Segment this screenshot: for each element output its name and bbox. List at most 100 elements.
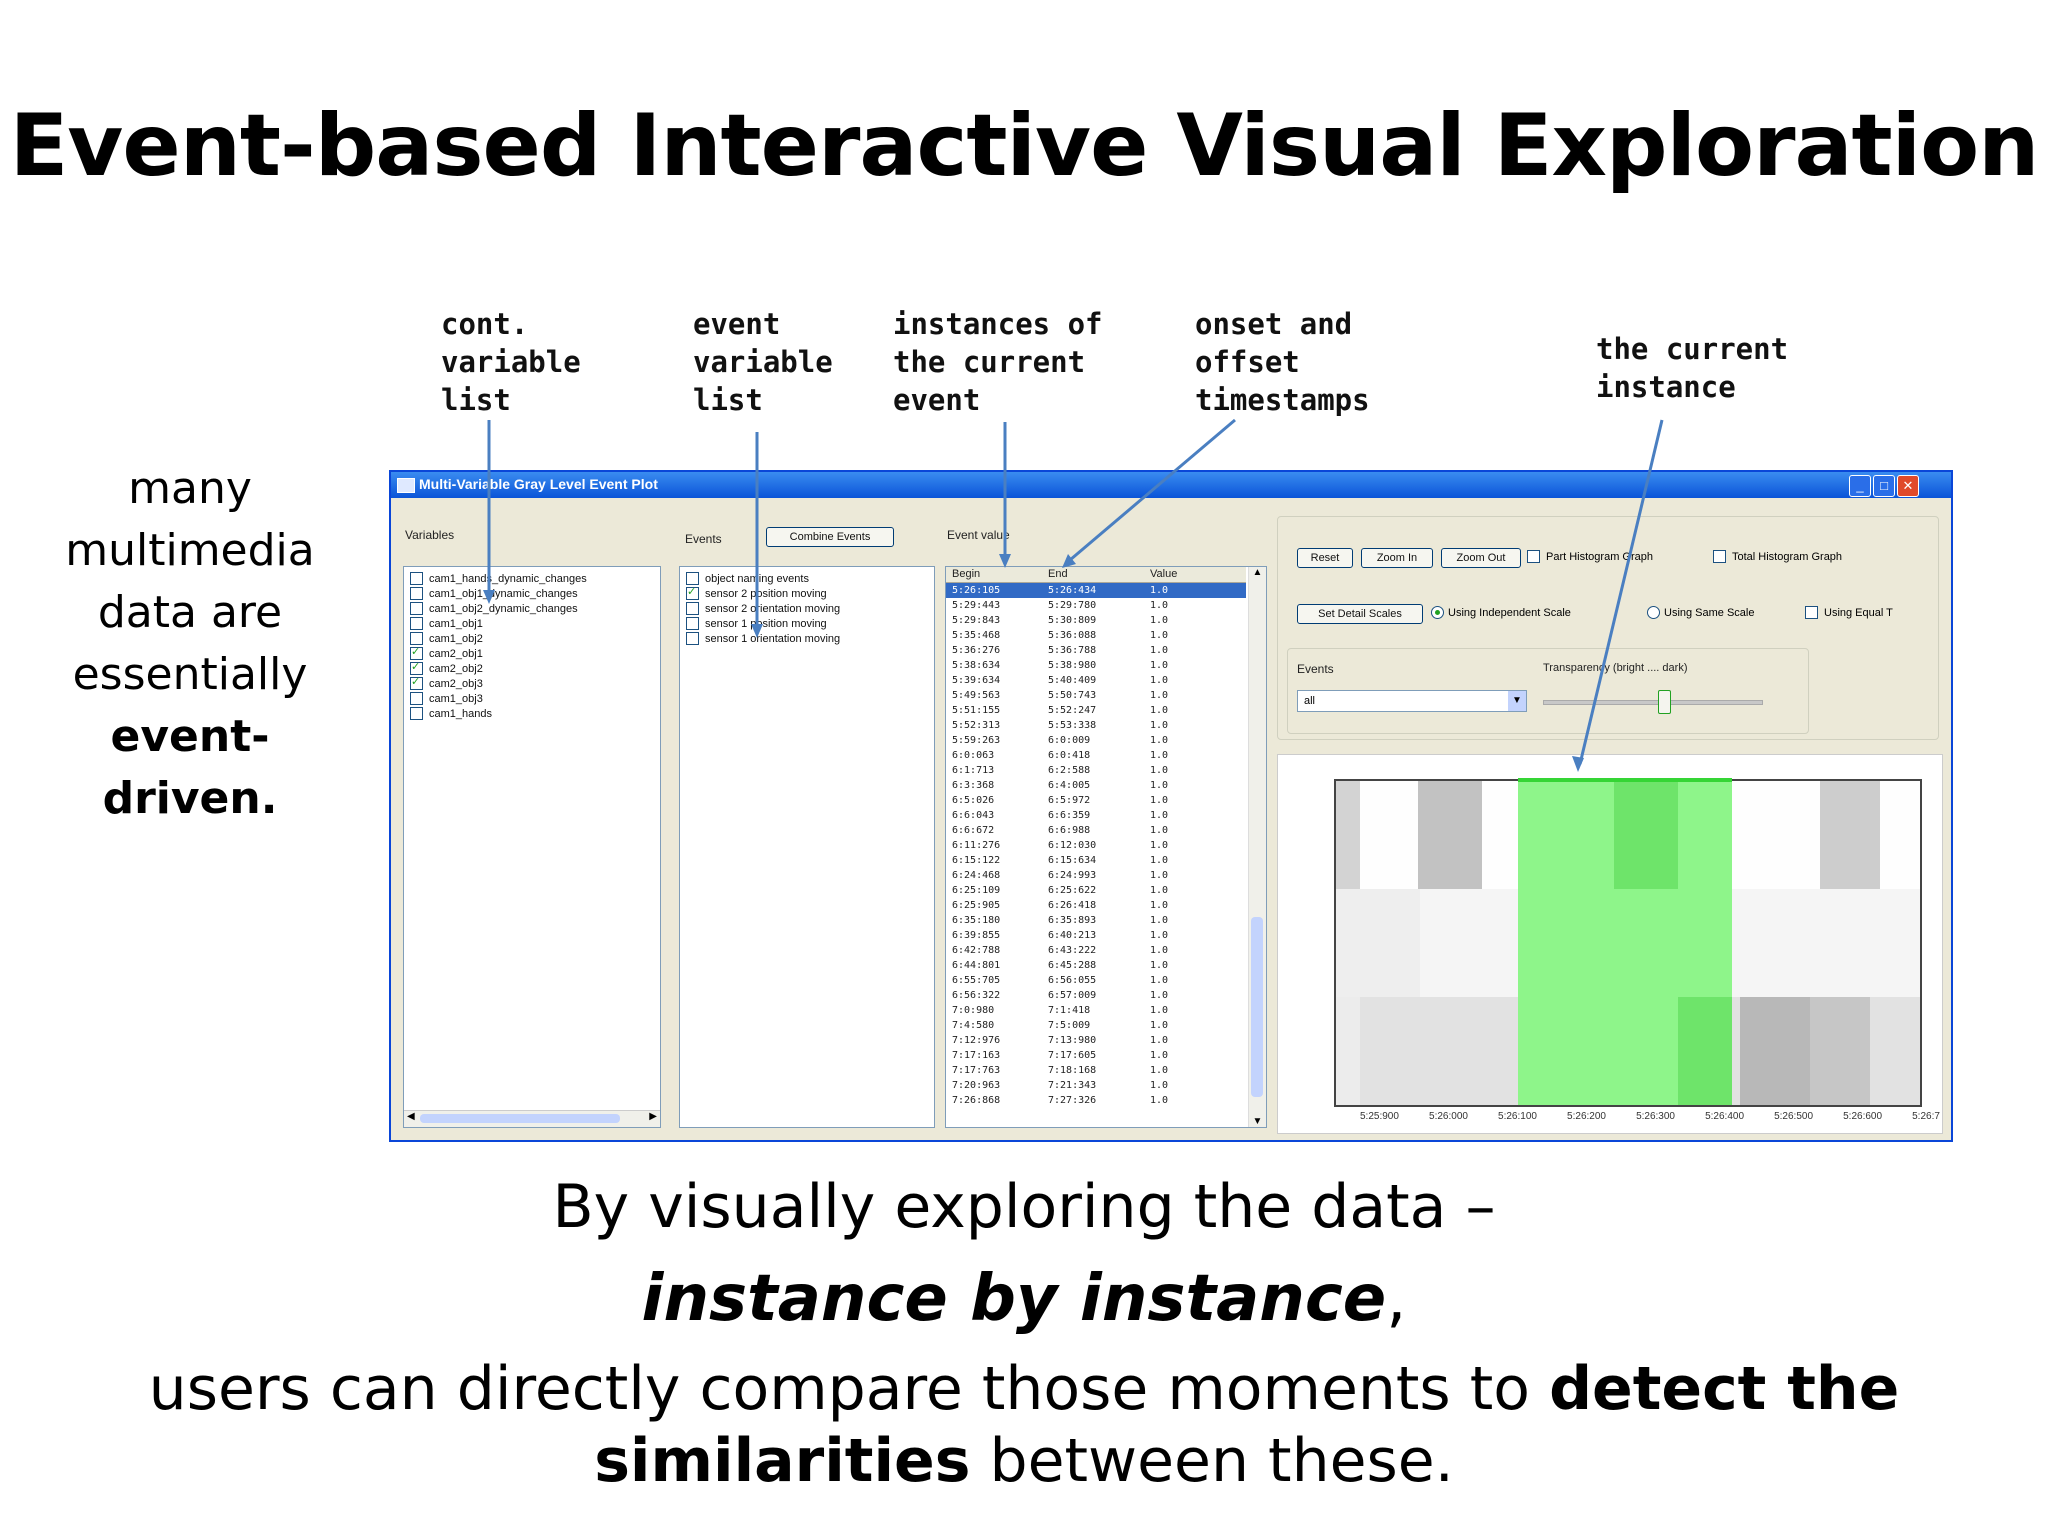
variable-item[interactable]: cam1_obj1_dynamic_changes bbox=[410, 586, 587, 601]
independent-scale-radio[interactable]: Using Independent Scale bbox=[1431, 606, 1571, 619]
set-detail-scales-button[interactable]: Set Detail Scales bbox=[1297, 604, 1423, 624]
event-item[interactable]: sensor 2 orientation moving bbox=[686, 601, 840, 616]
variable-item[interactable]: cam1_obj1 bbox=[410, 616, 587, 631]
vertical-scrollbar-thumb[interactable] bbox=[1251, 917, 1263, 1097]
total-histogram-checkbox[interactable]: Total Histogram Graph bbox=[1713, 550, 1842, 563]
same-scale-radio[interactable]: Using Same Scale bbox=[1647, 606, 1755, 619]
zoom-out-button[interactable]: Zoom Out bbox=[1441, 548, 1521, 568]
variable-item[interactable]: cam1_hands_dynamic_changes bbox=[410, 571, 587, 586]
variable-checkbox[interactable] bbox=[410, 692, 423, 705]
variable-item[interactable]: cam2_obj3 bbox=[410, 675, 587, 691]
horizontal-scrollbar[interactable]: ◀ ▶ bbox=[404, 1110, 660, 1127]
variable-checkbox[interactable] bbox=[410, 645, 423, 660]
zoom-in-button[interactable]: Zoom In bbox=[1361, 548, 1433, 568]
chevron-down-icon[interactable]: ▼ bbox=[1508, 691, 1526, 711]
variable-checkbox[interactable] bbox=[410, 660, 423, 675]
variable-item[interactable]: cam1_hands bbox=[410, 706, 587, 721]
maximize-icon[interactable]: □ bbox=[1873, 475, 1895, 497]
header-value[interactable]: Value bbox=[1150, 568, 1178, 580]
scrollbar-thumb[interactable] bbox=[420, 1114, 620, 1123]
scroll-down-icon[interactable]: ▼ bbox=[1252, 1116, 1263, 1127]
variable-item[interactable]: cam2_obj1 bbox=[410, 645, 587, 661]
event-checkbox[interactable] bbox=[686, 617, 699, 630]
events-combo[interactable]: all ▼ bbox=[1297, 690, 1527, 712]
event-checkbox[interactable] bbox=[686, 585, 699, 600]
variable-checkbox[interactable] bbox=[410, 617, 423, 630]
event-checkbox[interactable] bbox=[686, 572, 699, 585]
event-checkbox[interactable] bbox=[686, 632, 699, 645]
events-list[interactable]: object naming eventssensor 2 position mo… bbox=[679, 566, 935, 1128]
variable-checkbox[interactable] bbox=[410, 632, 423, 645]
scroll-up-icon[interactable]: ▲ bbox=[1252, 567, 1263, 578]
transparency-slider-track[interactable] bbox=[1543, 700, 1763, 705]
part-histogram-checkbox[interactable]: Part Histogram Graph bbox=[1527, 550, 1653, 563]
variable-item[interactable]: cam1_obj3 bbox=[410, 691, 587, 706]
end-cell: 6:43:222 bbox=[1048, 945, 1097, 956]
event-item[interactable]: sensor 2 position moving bbox=[686, 585, 840, 601]
scroll-left-icon[interactable]: ◀ bbox=[407, 1111, 415, 1122]
event-item[interactable]: object naming events bbox=[686, 571, 840, 586]
equal-scale-checkbox[interactable]: Using Equal T bbox=[1805, 606, 1937, 619]
variable-checkbox[interactable] bbox=[410, 572, 423, 585]
scroll-right-icon[interactable]: ▶ bbox=[649, 1111, 657, 1122]
transparency-slider-thumb[interactable] bbox=[1657, 690, 1671, 714]
end-cell: 5:53:338 bbox=[1048, 720, 1097, 731]
header-end[interactable]: End bbox=[1048, 568, 1068, 580]
combine-events-button[interactable]: Combine Events bbox=[766, 527, 894, 547]
variable-item[interactable]: cam1_obj2_dynamic_changes bbox=[410, 601, 587, 616]
minimize-icon[interactable]: _ bbox=[1849, 475, 1871, 497]
variable-item[interactable]: cam1_obj2 bbox=[410, 631, 587, 646]
reset-button[interactable]: Reset bbox=[1297, 548, 1353, 568]
variable-checkbox[interactable] bbox=[410, 602, 423, 615]
event-checkbox[interactable] bbox=[686, 602, 699, 615]
variable-checkbox[interactable] bbox=[410, 707, 423, 720]
variable-item[interactable]: cam2_obj2 bbox=[410, 660, 587, 676]
variable-checkbox[interactable] bbox=[410, 675, 423, 690]
header-begin[interactable]: Begin bbox=[952, 568, 981, 580]
event-item[interactable]: sensor 1 orientation moving bbox=[686, 631, 840, 646]
event-item[interactable]: sensor 1 position moving bbox=[686, 616, 840, 631]
event-plot-area[interactable]: 5:25:900 5:26:000 5:26:100 5:26:200 5:26… bbox=[1277, 754, 1943, 1134]
vertical-scrollbar[interactable]: ▲ ▼ bbox=[1248, 567, 1266, 1127]
window-titlebar[interactable]: Multi-Variable Gray Level Event Plot _ □… bbox=[391, 472, 1951, 498]
variable-checkbox[interactable] bbox=[410, 587, 423, 600]
close-icon[interactable]: ✕ bbox=[1897, 475, 1919, 497]
